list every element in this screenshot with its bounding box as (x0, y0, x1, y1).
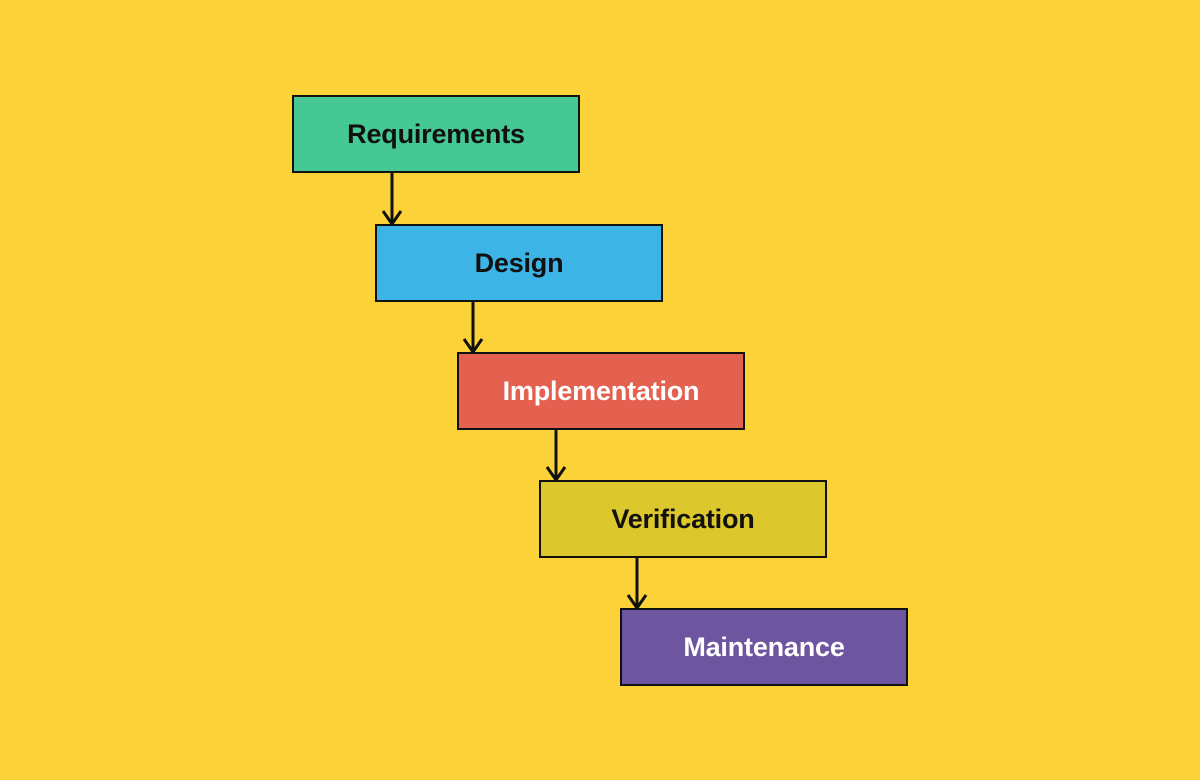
stage-box-verification[interactable]: Verification (539, 480, 827, 558)
stage-label-maintenance: Maintenance (683, 631, 845, 662)
connector-design-to-implementation (462, 302, 484, 355)
stage-box-implementation[interactable]: Implementation (457, 352, 745, 430)
stage-label-verification: Verification (611, 503, 755, 534)
stage-box-design[interactable]: Design (375, 224, 663, 302)
connector-implementation-to-verification (545, 430, 567, 483)
stage-label-implementation: Implementation (502, 375, 700, 406)
stage-label-design: Design (474, 247, 564, 278)
connector-verification-to-maintenance (626, 558, 648, 611)
stage-label-requirements: Requirements (347, 118, 525, 149)
stage-box-maintenance[interactable]: Maintenance (620, 608, 908, 686)
stage-box-requirements[interactable]: Requirements (292, 95, 580, 173)
connector-requirements-to-design (381, 173, 403, 227)
